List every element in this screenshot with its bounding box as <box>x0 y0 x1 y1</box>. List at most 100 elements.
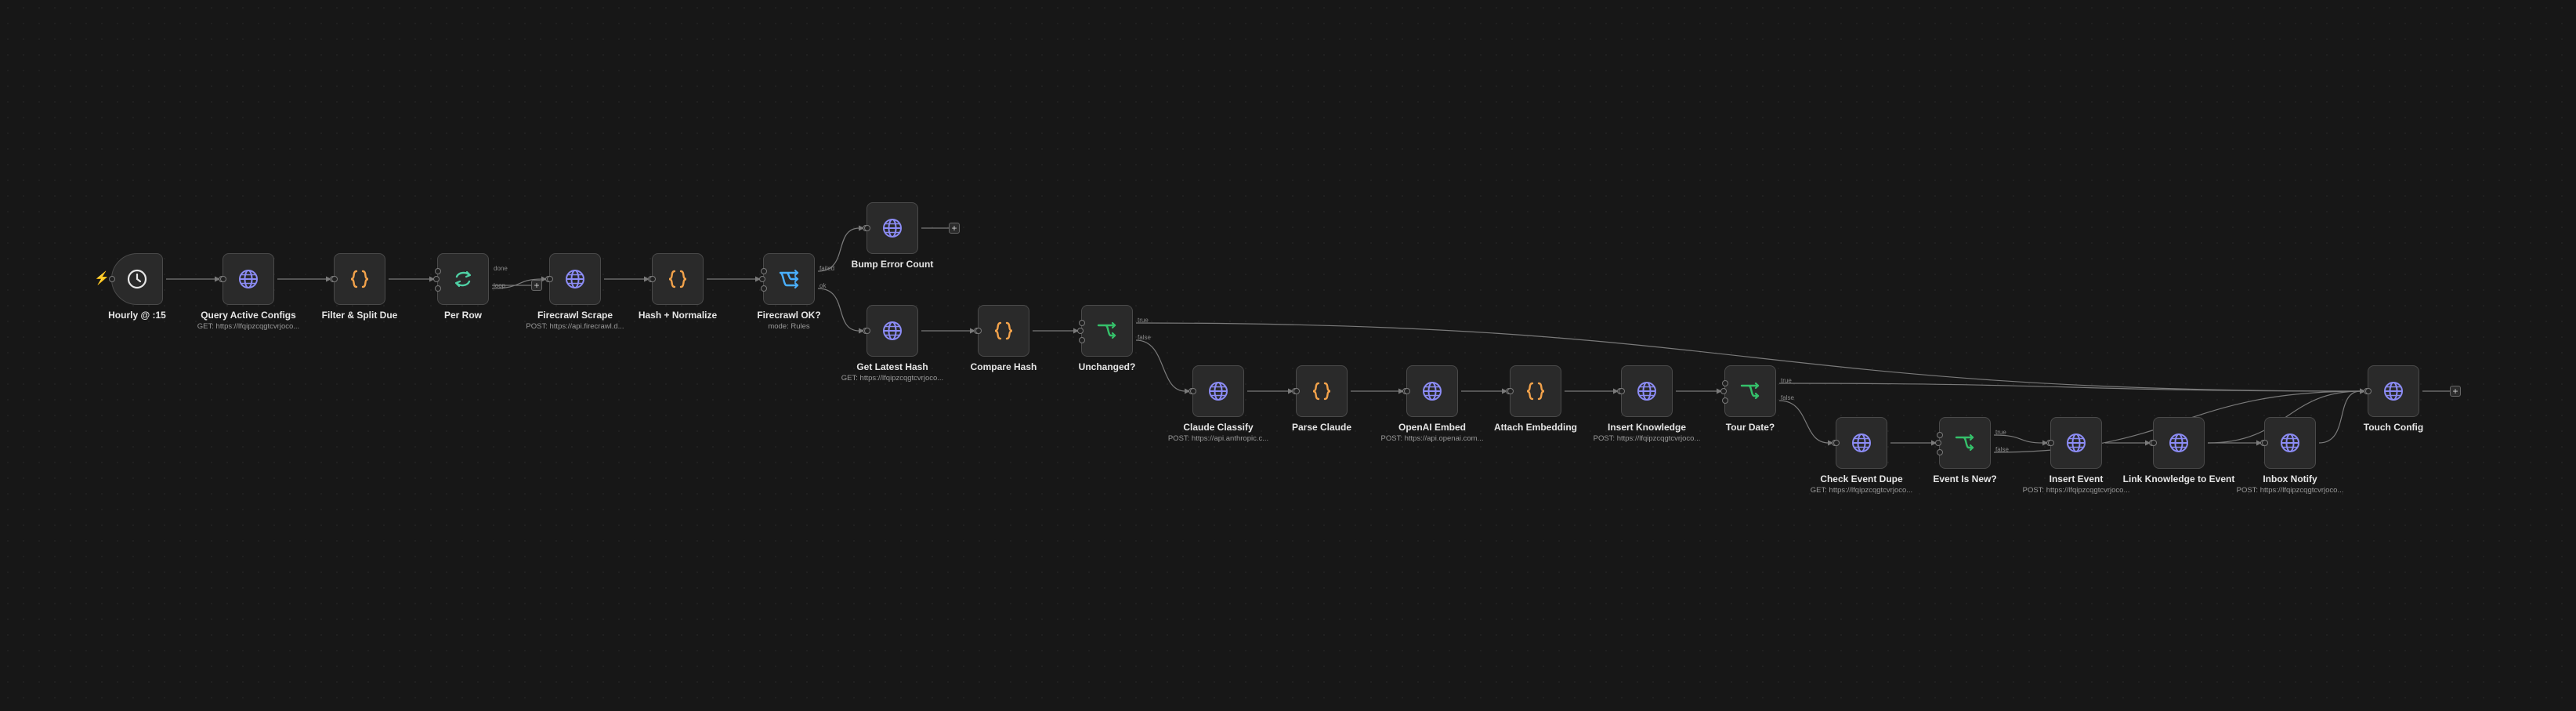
node-hourly-box[interactable] <box>111 253 163 305</box>
globe-icon <box>2166 430 2191 455</box>
node-label: Parse Claude <box>1291 422 1352 433</box>
output-port[interactable] <box>2048 440 2054 446</box>
input-port[interactable] <box>1935 440 1941 446</box>
input-port[interactable] <box>1720 388 1727 394</box>
loop-icon <box>450 267 476 292</box>
output-port[interactable] <box>331 276 338 282</box>
add-node-button[interactable]: + <box>949 223 960 234</box>
node-event-is-new-box[interactable] <box>1939 417 1991 469</box>
node-label: Firecrawl OK? <box>757 310 821 321</box>
clock-icon <box>125 267 150 292</box>
node-subtitle: GET: https://lfqipzcqgtcvrjoco... <box>1810 486 1913 495</box>
node-label: Get Latest Hash <box>856 361 928 372</box>
if-icon <box>1738 379 1763 404</box>
output-port[interactable] <box>864 328 870 334</box>
node-touch-config-box[interactable] <box>2368 365 2419 417</box>
node-hash-normalize-box[interactable] <box>652 253 704 305</box>
code-icon <box>1523 379 1548 404</box>
output-port[interactable] <box>1404 388 1410 394</box>
node-parse-claude-box[interactable] <box>1296 365 1348 417</box>
output-port-false[interactable] <box>1937 449 1943 455</box>
node-label: Insert Knowledge <box>1607 422 1686 433</box>
code-icon <box>347 267 372 292</box>
node-insert-event-box[interactable] <box>2050 417 2102 469</box>
node-unchanged-box[interactable] <box>1081 305 1133 357</box>
node-label: Hourly @ :15 <box>108 310 166 321</box>
output-port-ok[interactable] <box>761 285 767 292</box>
node-inbox-notify-box[interactable] <box>2264 417 2316 469</box>
node-subtitle: GET: https://lfqipzcqgtcvrjoco... <box>197 322 300 331</box>
output-port[interactable] <box>109 276 115 282</box>
output-port-false[interactable] <box>1079 337 1085 343</box>
output-port[interactable] <box>220 276 226 282</box>
output-port[interactable] <box>975 328 982 334</box>
branch-label: false <box>1138 334 1151 341</box>
if-icon <box>1094 318 1120 343</box>
globe-icon <box>880 318 905 343</box>
node-tour-date-box[interactable] <box>1724 365 1776 417</box>
output-port[interactable] <box>547 276 553 282</box>
output-port-true[interactable] <box>1079 320 1085 326</box>
node-compare-hash-box[interactable] <box>978 305 1029 357</box>
output-port[interactable] <box>1190 388 1196 394</box>
node-per-row-box[interactable] <box>437 253 489 305</box>
globe-icon <box>2278 430 2303 455</box>
node-link-knowledge-event-box[interactable] <box>2153 417 2205 469</box>
node-get-latest-hash-box[interactable] <box>867 305 918 357</box>
node-subtitle: POST: https://api.openai.com... <box>1380 434 1484 443</box>
node-label: Event Is New? <box>1933 473 1997 484</box>
input-port[interactable] <box>433 276 440 282</box>
node-check-event-dupe-box[interactable] <box>1836 417 1887 469</box>
node-attach-embedding-box[interactable] <box>1510 365 1561 417</box>
branch-label: false <box>1781 394 1794 401</box>
output-port-true[interactable] <box>1722 380 1728 386</box>
output-port-loop[interactable] <box>435 285 441 292</box>
branch-label: true <box>1781 377 1792 384</box>
node-firecrawl-ok-box[interactable] <box>763 253 815 305</box>
branch-label: failed <box>819 265 835 272</box>
add-node-button[interactable]: + <box>531 280 542 291</box>
switch-icon <box>776 267 801 292</box>
branch-label: loop <box>494 282 506 289</box>
output-port[interactable] <box>864 225 870 231</box>
branch-label: ok <box>819 282 827 289</box>
branch-label: false <box>1995 446 2009 453</box>
node-firecrawl-scrape-box[interactable] <box>549 253 601 305</box>
add-node-button[interactable]: + <box>2450 386 2461 397</box>
node-label: Claude Classify <box>1183 422 1254 433</box>
output-port[interactable] <box>2151 440 2157 446</box>
node-filter-split-due-box[interactable] <box>334 253 385 305</box>
output-port[interactable] <box>1833 440 1840 446</box>
node-query-active-configs-box[interactable] <box>223 253 274 305</box>
globe-icon <box>1634 379 1659 404</box>
node-label: Touch Config <box>2363 422 2424 433</box>
node-label: Insert Event <box>2049 473 2104 484</box>
input-port[interactable] <box>759 276 765 282</box>
input-port[interactable] <box>1077 328 1084 334</box>
output-port[interactable] <box>1507 388 1514 394</box>
output-port-done[interactable] <box>435 268 441 274</box>
output-port[interactable] <box>649 276 656 282</box>
node-subtitle: POST: https://lfqipzcqgtcvrjoco... <box>1593 434 1701 443</box>
node-label: Firecrawl Scrape <box>537 310 613 321</box>
output-port[interactable] <box>2365 388 2372 394</box>
node-insert-knowledge-box[interactable] <box>1621 365 1673 417</box>
output-port[interactable] <box>1293 388 1300 394</box>
node-label: Unchanged? <box>1078 361 1136 372</box>
output-port-true[interactable] <box>1937 432 1943 438</box>
if-icon <box>1952 430 1977 455</box>
output-port-failed[interactable] <box>761 268 767 274</box>
node-claude-classify-box[interactable] <box>1192 365 1244 417</box>
output-port[interactable] <box>2262 440 2268 446</box>
globe-icon <box>1420 379 1445 404</box>
branch-label: done <box>494 265 508 272</box>
node-openai-embed-box[interactable] <box>1406 365 1458 417</box>
node-bump-error-count-box[interactable] <box>867 202 918 254</box>
edge-tour-date-to-touch-config <box>1778 383 2361 392</box>
node-label: Attach Embedding <box>1493 422 1577 433</box>
output-port-false[interactable] <box>1722 397 1728 404</box>
output-port[interactable] <box>1619 388 1625 394</box>
code-icon <box>991 318 1016 343</box>
